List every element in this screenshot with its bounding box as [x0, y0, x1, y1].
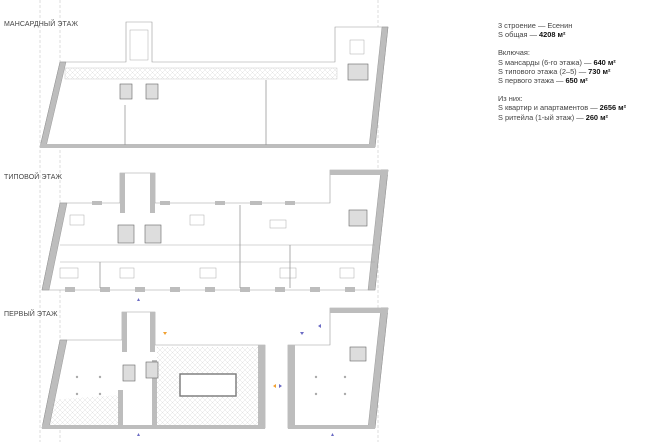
- entrance-marker: [137, 433, 140, 436]
- entrance-marker: [300, 332, 304, 335]
- building-name: 3 строение — Есенин: [498, 21, 573, 30]
- including-heading: Включая:: [498, 48, 530, 58]
- mansard-floor-plan: [39, 21, 389, 148]
- typical-floor-plan: [41, 169, 389, 292]
- total-area: S общая — 4208 м²: [498, 30, 566, 40]
- area-row: S типового этажа (2–5) — 730 м²: [498, 66, 611, 76]
- area-row: S первого этажа — 650 м²: [498, 76, 588, 86]
- of-them-heading: Из них:: [498, 94, 523, 104]
- area-row: S квартир и апартаментов — 2656 м²: [498, 103, 627, 113]
- retail-entrance-marker: [163, 332, 167, 335]
- retail-entrance-marker: [273, 384, 276, 388]
- area-row: S мансарды (6-го этажа) — 640 м²: [498, 57, 616, 67]
- floor-title-typical: ТИПОВОЙ ЭТАЖ: [4, 174, 63, 181]
- entrance-marker: [331, 433, 334, 436]
- ground-floor-plan: [41, 307, 389, 429]
- entrance-markers: [137, 298, 334, 436]
- floor-title-mansard: МАНСАРДНЫЙ ЭТАЖ: [4, 21, 79, 28]
- area-summary: 3 строение — Есенин S общая — 4208 м² Вк…: [498, 21, 626, 122]
- entrance-marker: [279, 384, 282, 388]
- entrance-marker: [318, 324, 321, 328]
- retail-entrance-markers: [163, 332, 276, 388]
- floor-title-ground: ПЕРВЫЙ ЭТАЖ: [4, 311, 58, 318]
- area-row: S ритейла (1-ый этаж) — 260 м²: [498, 112, 609, 122]
- entrance-marker: [137, 298, 140, 301]
